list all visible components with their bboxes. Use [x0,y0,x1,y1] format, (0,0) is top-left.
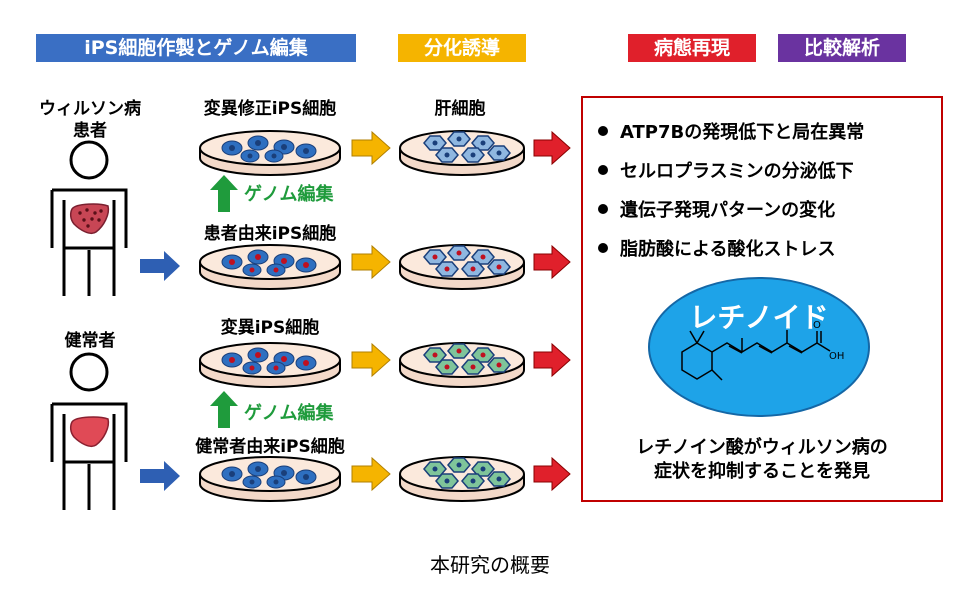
blue-arrow [140,461,180,491]
yellow-arrow [351,342,391,378]
finding-text: セルロプラスミンの分泌低下 [620,161,854,182]
patient-label-line2: 患者 [73,121,107,141]
ips-dish-mutant [199,342,341,388]
finding-text: ATP7Bの発現低下と局在異常 [620,122,865,143]
finding-item: ATP7Bの発現低下と局在異常 [598,118,864,144]
yellow-arrow [351,130,391,166]
finding-item: セルロプラスミンの分泌低下 [598,157,854,183]
bullet-dot [598,126,608,136]
finding-text: 遺伝子発現パターンの変化 [620,200,836,221]
yellow-arrow [351,456,391,492]
oxygen-label: O [813,320,821,331]
header-ips-genome: iPS細胞作製とゲノム編集 [36,34,356,62]
hepatocyte-dish-patient [399,244,525,290]
oh-label: OH [829,351,844,362]
finding-text: 脂肪酸による酸化ストレス [620,239,836,260]
hepatocyte-dish-top [399,130,525,176]
patient-figure [50,140,128,296]
retinoid-ellipse [648,277,870,417]
label-patient-derived-ips: 患者由来iPS細胞 [203,224,337,244]
genome-edit-arrow [210,175,238,212]
ips-dish-healthy-derived [199,456,341,502]
healthy-label: 健常者 [64,331,116,351]
finding-item: 脂肪酸による酸化ストレス [598,235,835,261]
conclusion-line1: レチノイン酸がウィルソン病の [636,437,888,458]
ips-dish-patient-derived [199,244,341,290]
conclusion-line2: 症状を抑制することを発見 [654,461,870,482]
red-arrow [533,130,571,166]
ips-dish-mutant-corrected [199,130,341,176]
finding-item: 遺伝子発現パターンの変化 [598,196,835,222]
hepatocyte-dish-mutant [399,342,525,388]
liver-spots [78,208,103,228]
red-arrow [533,456,571,492]
bullet-dot [598,243,608,253]
bullet-dot [598,204,608,214]
genome-edit-arrow [210,391,238,428]
header-comparative-analysis: 比較解析 [778,34,906,62]
healthy-liver-icon [69,416,110,448]
genome-edit-label-bottom: ゲノム編集 [244,403,334,424]
label-healthy-derived-ips: 健常者由来iPS細胞 [195,437,345,457]
healthy-figure [50,352,128,510]
label-mutant-ips: 変異iPS細胞 [220,318,320,338]
red-arrow [533,342,571,378]
yellow-arrow [351,244,391,280]
label-hepatocyte: 肝細胞 [434,99,486,119]
patient-label-line1: ウィルソン病 [39,99,141,119]
blue-arrow [140,251,180,281]
hepatocyte-dish-healthy [399,456,525,502]
figure-caption: 本研究の概要 [430,553,550,577]
bullet-dot [598,165,608,175]
genome-edit-label-top: ゲノム編集 [244,184,334,205]
retinoid-label: レチノイド [689,301,829,334]
red-arrow [533,244,571,280]
header-disease-reproduction: 病態再現 [628,34,756,62]
header-differentiation: 分化誘導 [398,34,526,62]
label-mutant-corrected-ips: 変異修正iPS細胞 [203,99,337,119]
result-box [581,96,943,502]
